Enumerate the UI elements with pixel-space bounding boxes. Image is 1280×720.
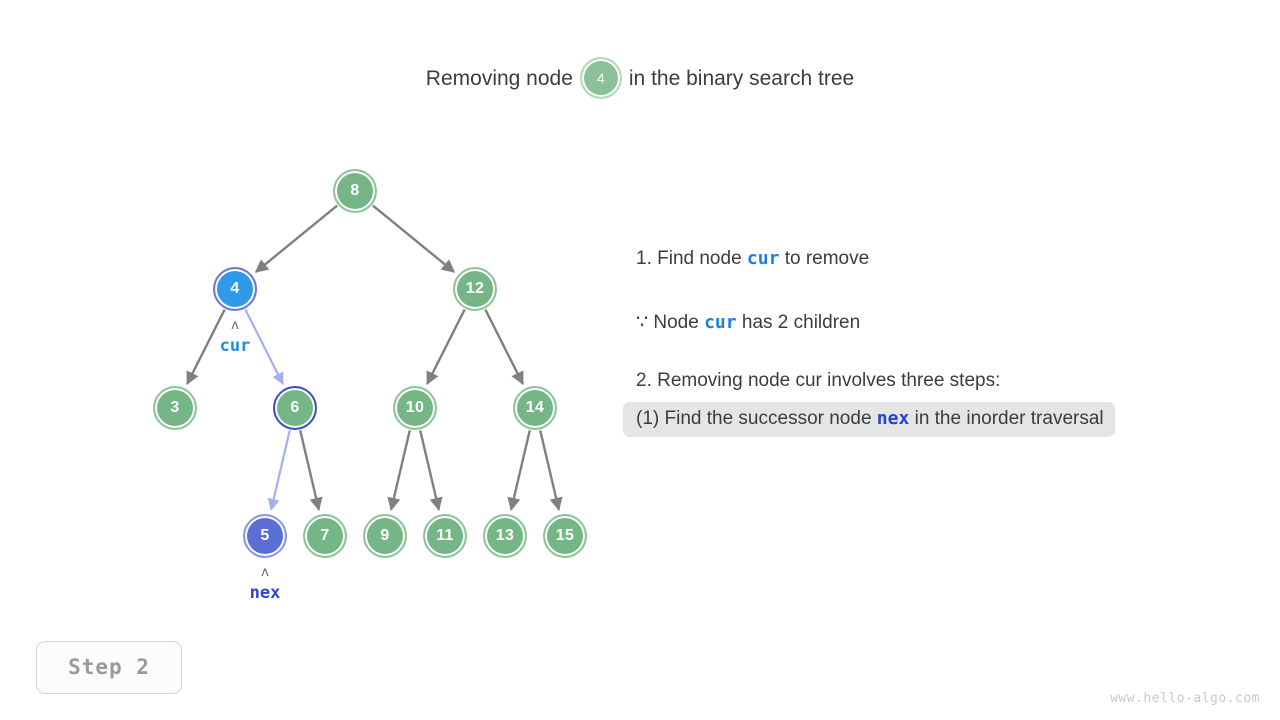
- desc-line-1: 1. Find node cur to remove: [636, 246, 1256, 272]
- explanation-panel: 1. Find node cur to remove ∵ Node cur ha…: [623, 246, 1256, 437]
- title-suffix: in the binary search tree: [628, 67, 855, 90]
- tree-node-10[interactable]: 10: [393, 386, 437, 430]
- spacer-1: [636, 272, 1256, 310]
- desc-line-1-cur-token: cur: [746, 248, 780, 269]
- tree-edges-layer: [186, 204, 563, 511]
- tree-node-6[interactable]: 6: [273, 386, 317, 430]
- tree-edge-n8-n4: [254, 204, 338, 273]
- tree-edge-n4-n6: [244, 309, 284, 385]
- pointer-label-nex: nex: [249, 583, 281, 603]
- desc-line-4-nex-token: nex: [876, 407, 910, 429]
- tree-edge-n12-n14: [484, 308, 524, 386]
- desc-line-2: ∵ Node cur has 2 children: [636, 310, 1256, 336]
- tree-edge-n4-n3: [186, 308, 226, 386]
- tree-edge-n10-n9: [387, 430, 411, 511]
- watermark: www.hello-algo.com: [1110, 691, 1260, 706]
- desc-line-2-part-b: has 2 children: [736, 311, 861, 333]
- step-badge: Step 2: [36, 641, 182, 694]
- tree-node-4[interactable]: 4: [213, 267, 257, 311]
- title-node-circle: 4: [579, 57, 622, 99]
- tree-edge-n8-n12: [372, 204, 456, 273]
- desc-line-2-cur-token: cur: [704, 311, 737, 333]
- highlighted-step-row: (1) Find the successor node nex in the i…: [623, 401, 1115, 437]
- tree-edge-n12-n10: [426, 308, 466, 386]
- tree-node-12[interactable]: 12: [453, 267, 497, 311]
- tree-node-9[interactable]: 9: [363, 514, 407, 558]
- tree-node-11[interactable]: 11: [423, 514, 467, 558]
- desc-line-4-part-b: in the inorder traversal: [909, 407, 1104, 429]
- tree-node-7[interactable]: 7: [303, 514, 347, 558]
- page-title: Removing node 4 in the binary search tree: [0, 57, 1280, 100]
- desc-line-2-part-a: ∵ Node: [636, 311, 705, 333]
- tree-node-5[interactable]: 5: [243, 514, 287, 558]
- desc-line-1-part-a: 1. Find node: [636, 248, 747, 269]
- desc-line-3: 2. Removing node cur involves three step…: [636, 370, 1001, 392]
- tree-node-13[interactable]: 13: [483, 514, 527, 558]
- tree-node-8[interactable]: 8: [333, 169, 377, 213]
- tree-node-14[interactable]: 14: [513, 386, 557, 430]
- spacer-2: [636, 335, 1256, 368]
- tree-node-3[interactable]: 3: [153, 386, 197, 430]
- tree-edge-n10-n11: [419, 430, 443, 511]
- desc-line-1-part-b: to remove: [779, 248, 870, 269]
- title-prefix: Removing node: [425, 67, 573, 90]
- pointer-label-cur: cur: [219, 336, 251, 356]
- tree-edge-n14-n15: [539, 430, 563, 511]
- tree-edge-n6-n7: [299, 430, 323, 511]
- tree-edge-n6-n5: [267, 430, 291, 511]
- tree-node-15[interactable]: 15: [543, 514, 587, 558]
- pointer-caret-icon-nex: ʌ: [261, 565, 269, 580]
- desc-line-4-part-a: (1) Find the successor node: [636, 407, 877, 429]
- tree-edge-n14-n13: [507, 430, 531, 511]
- pointer-caret-icon-cur: ʌ: [231, 318, 239, 333]
